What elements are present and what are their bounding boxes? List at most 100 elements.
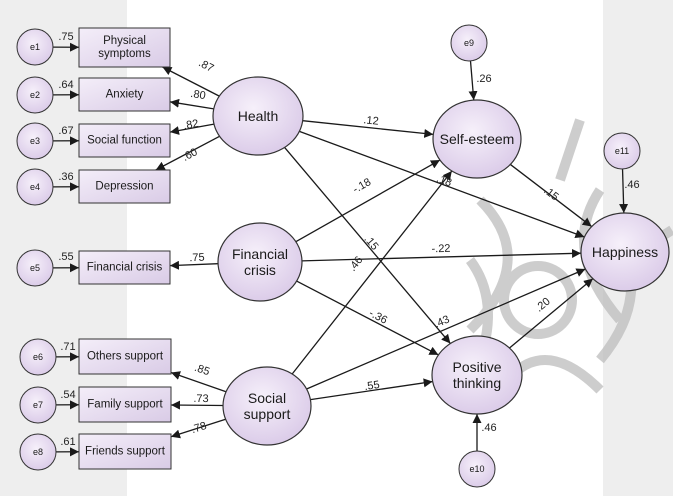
coefficient-positive-to-happiness: .20: [533, 295, 552, 314]
latent-node-self-esteem: Self-esteem: [432, 99, 522, 179]
indicator-label-physical-line-1: Physical: [103, 35, 146, 47]
error-node-e8: e8: [19, 433, 57, 471]
coefficient-social-to-family: .73: [193, 393, 208, 405]
error-label-e11: e11: [615, 146, 629, 156]
error-node-e10: e10: [458, 450, 496, 488]
indicator-box-family: [78, 386, 172, 423]
error-label-e4: e4: [30, 182, 40, 192]
indicator-node-anxiety: Anxiety: [78, 77, 171, 112]
indicator-node-family: Family support: [78, 386, 172, 423]
indicator-node-depression: Depression: [78, 169, 171, 204]
error-label-e10: e10: [469, 464, 484, 474]
latent-label-financial-line-1: Financial: [232, 246, 288, 262]
loading-label-e1: .75: [58, 31, 73, 43]
indicator-box-social-function: [78, 123, 171, 158]
error-node-e1: e1: [16, 28, 54, 66]
coefficient-social-to-friends: .78: [190, 420, 208, 436]
latent-ellipse-happiness: [580, 212, 670, 292]
coefficient-health-to-positive: .15: [361, 233, 380, 252]
latent-node-happiness: Happiness: [580, 212, 670, 292]
latent-label-health-line-1: Health: [238, 108, 278, 124]
error-circle-e4: [16, 168, 54, 206]
coefficient-health-to-self-esteem: .12: [363, 114, 379, 128]
indicator-label-family-line-1: Family support: [87, 399, 163, 411]
error-label-e9: e9: [464, 38, 474, 48]
indicator-label-fin-indicator-line-1: Financial crisis: [87, 262, 163, 274]
latent-ellipse-positive: [431, 335, 523, 415]
latent-label-happiness-line-1: Happiness: [592, 244, 658, 260]
path-arrow-health-to-anxiety: [169, 98, 214, 110]
error-node-e11: e11: [603, 132, 641, 170]
indicator-node-others: Others support: [78, 338, 172, 375]
latent-label-self-esteem-line-1: Self-esteem: [440, 131, 515, 147]
indicator-box-fin-indicator: [78, 250, 171, 285]
error-label-e6: e6: [33, 352, 43, 362]
path-arrow-financial-to-happiness: [301, 248, 582, 262]
error-node-e5: e5: [16, 249, 54, 287]
loading-label-e5: .55: [58, 251, 73, 263]
error-circle-e5: [16, 249, 54, 287]
loading-label-e2: .64: [58, 79, 73, 91]
error-label-e2: e2: [30, 90, 40, 100]
path-arrow-positive-to-happiness: [509, 278, 594, 349]
path-arrow-health-to-self-esteem: [302, 120, 434, 138]
error-circle-e11: [603, 132, 641, 170]
coefficient-health-to-social-function: .82: [182, 118, 199, 133]
indicator-node-social-function: Social function: [78, 123, 171, 158]
latent-label-financial-line-2: crisis: [244, 262, 276, 278]
error-circle-e10: [458, 450, 496, 488]
loading-label-e6: .71: [60, 341, 75, 353]
error-node-e6: e6: [19, 338, 57, 376]
edge-layer: [52, 42, 629, 457]
indicator-label-others-line-1: Others support: [87, 351, 164, 363]
coefficient-social-to-happiness: .43: [433, 313, 452, 330]
error-label-e1: e1: [30, 42, 40, 52]
coefficient-financial-to-fin-indicator: .75: [189, 252, 205, 265]
error-circle-e7: [19, 386, 57, 424]
path-arrow-health-to-depression: [155, 135, 220, 171]
path-arrow-self-esteem-to-happiness: [509, 163, 593, 228]
error-circle-e8: [19, 433, 57, 471]
loading-label-e8: .61: [60, 436, 75, 448]
path-arrow-social-to-self-esteem: [291, 170, 453, 375]
latent-ellipse-social: [222, 366, 312, 446]
indicator-label-depression-line-1: Depression: [95, 181, 153, 193]
error-node-e9: e9: [450, 24, 488, 62]
path-arrow-financial-to-fin-indicator: [169, 260, 219, 270]
indicator-box-physical: [78, 27, 171, 68]
node-layer: e1 e2 e3 e4 e5 e6 e7 e8 e9 e10 e11 Physicalsymptoms…: [16, 24, 670, 488]
path-arrow-health-to-physical: [162, 66, 220, 97]
indicator-label-social-function-line-1: Social function: [87, 135, 162, 147]
coefficient-health-to-anxiety: .80: [189, 88, 206, 102]
error-label-e5: e5: [30, 263, 40, 273]
error-circle-e6: [19, 338, 57, 376]
path-arrow-social-to-family: [170, 400, 224, 410]
latent-label-positive-line-1: Positive: [452, 359, 501, 375]
error-node-e2: e2: [16, 76, 54, 114]
latent-ellipse-self-esteem: [432, 99, 522, 179]
indicator-node-friends: Friends support: [78, 433, 172, 470]
error-node-e3: e3: [16, 122, 54, 160]
path-arrow-health-to-positive: [284, 147, 451, 344]
loading-label-e11: .46: [624, 179, 639, 191]
coefficient-social-to-positive: .55: [364, 379, 381, 393]
path-arrow-social-to-happiness: [306, 268, 586, 390]
error-arrow-e9: [468, 60, 478, 101]
loading-label-e7: .54: [60, 389, 75, 401]
indicator-node-fin-indicator: Financial crisis: [78, 250, 171, 285]
error-node-e7: e7: [19, 386, 57, 424]
latent-ellipse-financial: [217, 222, 303, 302]
latent-node-health: Health: [212, 76, 304, 156]
path-arrow-social-to-others: [170, 371, 227, 393]
coefficient-social-to-self-esteem: .46: [347, 254, 366, 273]
indicator-label-anxiety-line-1: Anxiety: [106, 89, 144, 101]
error-circle-e3: [16, 122, 54, 160]
path-arrow-financial-to-self-esteem: [295, 159, 441, 243]
error-label-e7: e7: [33, 400, 43, 410]
error-arrow-e11: [619, 168, 629, 214]
